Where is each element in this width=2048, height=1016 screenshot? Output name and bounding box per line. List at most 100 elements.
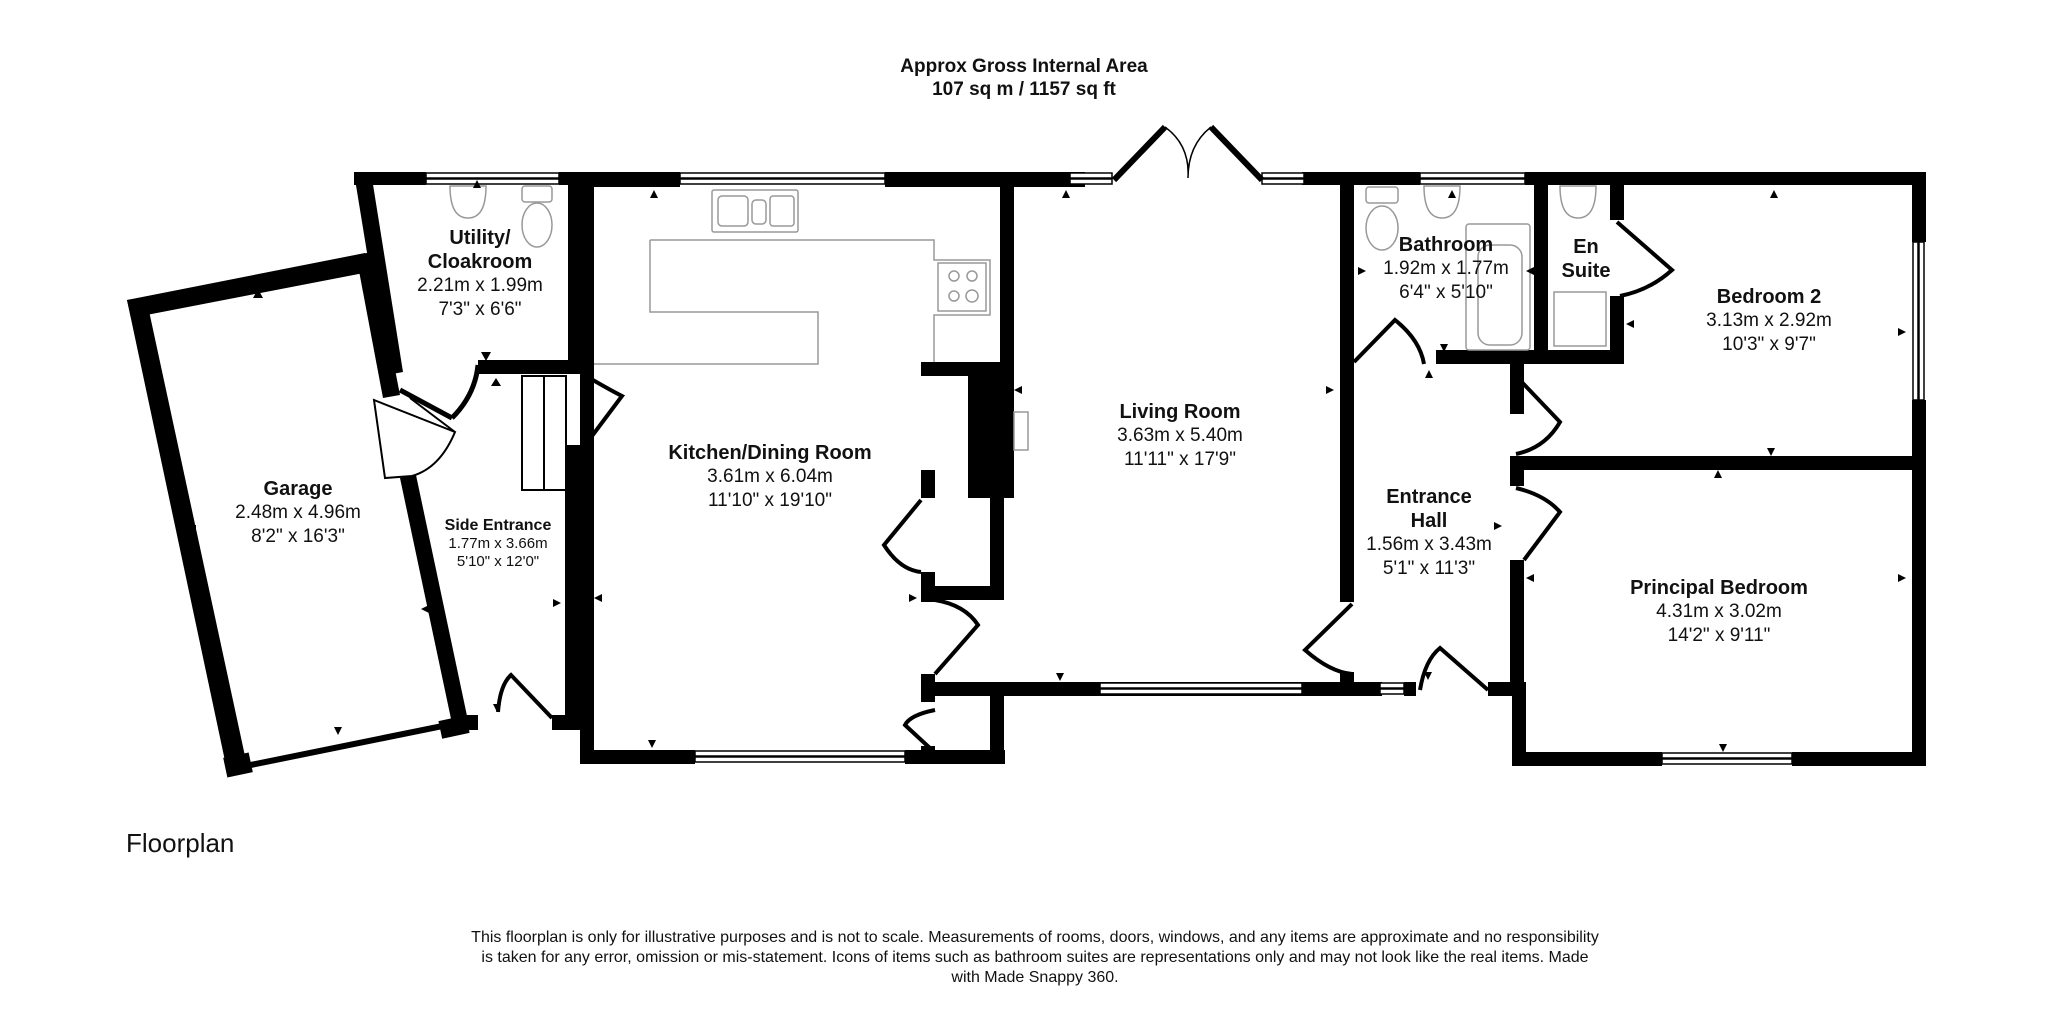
bedroom2-wall-right-lower [1912,400,1926,765]
doors [372,124,1676,752]
principal-wall-bottom-left [1512,752,1662,766]
utility-toilet-cistern [521,185,553,203]
room-label-bathroom: Bathroom 1.92m x 1.77m 6'4" x 5'10" [1383,233,1509,305]
hall-wall-right-upper [1510,364,1524,414]
room-name: Bedroom 2 [1716,286,1822,308]
window-bedroom2-b [1918,241,1925,401]
living-wall-top-right [1302,172,1342,185]
marker-icon [421,605,429,613]
room-label-living: Living Room 3.63m x 5.40m 11'11" x 17'9" [1117,400,1243,472]
room-label-entrance-hall: Entrance Hall 1.56m x 3.43m 5'1" x 11'3" [1366,485,1492,581]
marker-icon [481,352,491,361]
marker-icon [334,727,342,735]
window-bedroom2 [1912,241,1919,401]
hall-bottom-left [1340,682,1380,696]
principal-bedroom-door [1515,486,1563,562]
room-name: En [1573,236,1599,258]
marker-icon [909,594,917,602]
kitchen-sink-bowl-small [751,199,767,225]
living-wall-bottom-left [1000,682,1100,696]
kitchen-chimney-notch [921,362,971,376]
kitchen-chimney-stub [921,470,935,498]
hall-wall-left-stub [1340,350,1354,364]
kitchen-store-right [990,690,1004,764]
room-label-bedroom2: Bedroom 2 3.13m x 2.92m 10'3" x 9'7" [1706,285,1832,357]
kitchen-sink [711,189,799,233]
gross-area-title: Approx Gross Internal Area [900,56,1148,77]
french-door-right [1208,124,1265,183]
marker-icon [253,289,263,298]
bath-wall-top-left [1340,172,1420,185]
marker-icon [1770,190,1778,198]
windows [425,172,1925,765]
window-living-top-right-b [1261,178,1305,185]
garage-wall-right-lower [400,475,470,733]
ensuite-door [1615,220,1676,298]
stairs [521,375,567,491]
marker-icon [1056,673,1064,681]
room-imperial: 11'10" x 19'10" [708,490,832,511]
principal-wall-bottom-right [1792,752,1926,766]
living-wall-right [1340,172,1354,602]
room-name: Principal Bedroom [1630,577,1808,599]
window-living-top-right [1261,172,1305,179]
front-door [1418,645,1490,692]
window-kitchen-bottom-b [694,756,906,763]
marker-icon [1714,470,1722,478]
marker-icon [594,594,602,602]
window-kitchen-top [679,172,886,179]
marker-icon [1448,190,1456,198]
stair-door [584,374,626,446]
floorplan-title: Floorplan [126,828,235,858]
window-kitchen-bottom [694,750,906,757]
bedroom2-door [1514,374,1563,456]
room-imperial: 10'3" x 9'7" [1722,334,1816,355]
bath-toilet-cistern [1365,186,1399,204]
marker-icon [1719,744,1727,752]
bath-toilet-bowl [1365,205,1399,251]
kitchen-store-door [902,708,936,752]
window-utility [425,172,560,179]
marker-icon [1494,522,1502,530]
room-metric: 3.61m x 6.04m [707,466,833,487]
marker-icon [1440,344,1448,352]
room-name: Bathroom [1398,234,1494,256]
room-metric: 1.77m x 3.66m [448,535,548,552]
room-metric: 3.63m x 5.40m [1117,425,1243,446]
hall-wall-right-lower [1510,560,1524,695]
room-name: Hall [1410,510,1448,532]
french-door-left [1111,124,1168,183]
room-metric: 1.56m x 3.43m [1366,534,1492,555]
radiator-markers [212,180,1906,752]
window-hall-b [1379,688,1405,695]
gross-area-value: 107 sq m / 1157 sq ft [932,79,1116,100]
kitchen-cupboard-right [990,490,1004,600]
kitchen-wall-bottom-left [580,750,695,764]
garage-pier [223,752,253,778]
hob-ring-1 [948,270,960,282]
utility-door [398,364,481,421]
marker-icon [1898,328,1906,336]
window-living-top-left-b [1069,178,1113,185]
marker-icon [1358,267,1366,275]
room-name: Suite [1561,260,1611,282]
room-imperial: 5'10" x 12'0" [456,553,540,570]
kitchen-sink-bowl [717,195,749,227]
marker-icon [1898,574,1906,582]
marker-icon [1424,672,1432,680]
garage-door-line [250,721,453,768]
utility-wall-bottom [478,360,586,374]
kitchen-drainer [769,195,795,227]
garage-stub [180,525,196,543]
room-metric: 4.31m x 3.02m [1656,601,1782,622]
hall-wall-right-mid [1510,456,1524,486]
marker-icon [1626,320,1634,328]
ensuite-wall-bottom [1510,350,1624,364]
room-name: Side Entrance [444,517,552,534]
kitchen-wall-left [580,172,594,764]
bath-ensuite-divider [1534,172,1548,364]
living-wall-top-left [1000,172,1070,185]
room-name: Garage [263,478,333,500]
window-living-bottom-b [1099,688,1303,695]
